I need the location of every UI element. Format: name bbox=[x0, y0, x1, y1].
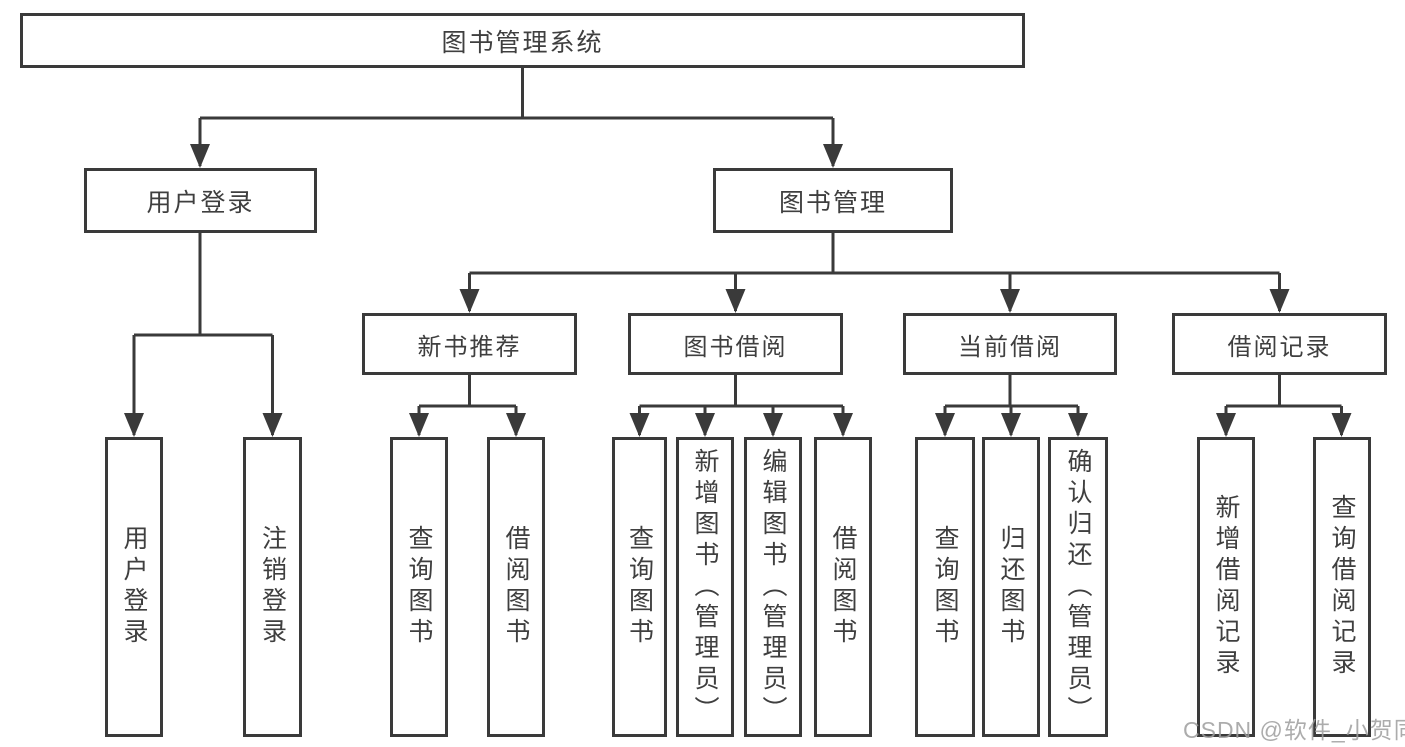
connector-book-management-trunk bbox=[469, 233, 1280, 275]
leaf-current-query: 查询图书 bbox=[915, 437, 975, 737]
node-book-borrowing: 图书借阅 bbox=[628, 313, 843, 375]
leaf-current-return-label: 归还图书 bbox=[997, 525, 1025, 649]
leaf-current-query-label: 查询图书 bbox=[931, 525, 959, 649]
leaf-borrow-edit-admin: 编辑图书（管理员） bbox=[744, 437, 802, 737]
leaf-record-add: 新增借阅记录 bbox=[1197, 437, 1255, 737]
node-new-book-recommend: 新书推荐 bbox=[362, 313, 577, 375]
leaf-borrow-book: 借阅图书 bbox=[814, 437, 872, 737]
leaf-logout-label: 注销登录 bbox=[258, 525, 287, 649]
node-borrow-records: 借阅记录 bbox=[1172, 313, 1387, 375]
connector-book-borrow-trunk bbox=[639, 375, 843, 408]
connector-borrow-records-trunk bbox=[1226, 375, 1342, 408]
leaf-borrow-add-admin-label: 新增图书（管理员） bbox=[691, 447, 719, 727]
leaf-newbook-query: 查询图书 bbox=[390, 437, 448, 737]
leaf-newbook-borrow-label: 借阅图书 bbox=[502, 525, 530, 649]
csdn-watermark: CSDN @软件_小贺同学 bbox=[1183, 717, 1405, 743]
leaf-borrow-edit-admin-label: 编辑图书（管理员） bbox=[759, 447, 787, 727]
leaf-logout: 注销登录 bbox=[243, 437, 302, 737]
connector-root-trunk bbox=[200, 68, 833, 120]
leaf-borrow-add-admin: 新增图书（管理员） bbox=[676, 437, 734, 737]
leaf-newbook-query-label: 查询图书 bbox=[405, 525, 433, 649]
leaf-record-query: 查询借阅记录 bbox=[1313, 437, 1371, 737]
node-root: 图书管理系统 bbox=[20, 13, 1025, 68]
leaf-current-return: 归还图书 bbox=[982, 437, 1040, 737]
leaf-borrow-query: 查询图书 bbox=[612, 437, 667, 737]
connector-current-borrow-trunk bbox=[945, 375, 1078, 408]
leaf-newbook-borrow: 借阅图书 bbox=[487, 437, 545, 737]
node-user-login: 用户登录 bbox=[84, 168, 317, 233]
connector-new-book-trunk bbox=[419, 375, 516, 408]
leaf-record-add-label: 新增借阅记录 bbox=[1212, 494, 1240, 680]
leaf-current-confirm-admin-label: 确认归还（管理员） bbox=[1064, 447, 1092, 727]
connector-user-login-trunk bbox=[134, 233, 273, 337]
leaf-current-confirm-admin: 确认归还（管理员） bbox=[1048, 437, 1108, 737]
leaf-record-query-label: 查询借阅记录 bbox=[1328, 494, 1356, 680]
node-book-management: 图书管理 bbox=[713, 168, 953, 233]
node-current-borrowing: 当前借阅 bbox=[903, 313, 1117, 375]
leaf-user-login: 用户登录 bbox=[105, 437, 163, 737]
leaf-borrow-book-label: 借阅图书 bbox=[829, 525, 857, 649]
leaf-user-login-label: 用户登录 bbox=[120, 525, 148, 649]
leaf-borrow-query-label: 查询图书 bbox=[625, 525, 654, 649]
